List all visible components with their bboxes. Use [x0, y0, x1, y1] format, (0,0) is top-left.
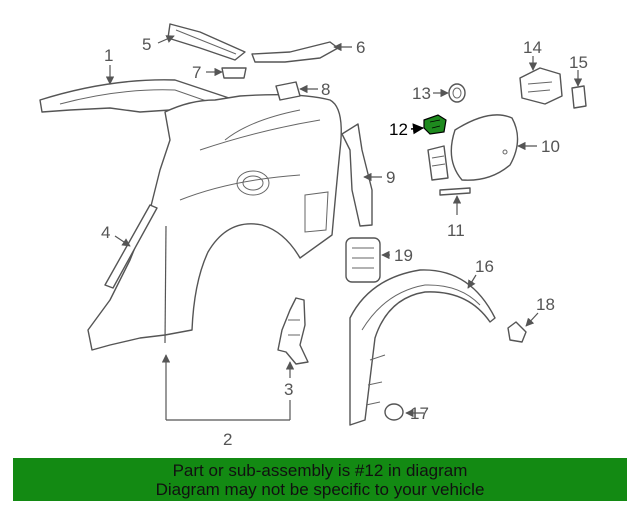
leader-lines [105, 35, 583, 421]
part-19-vent [345, 237, 381, 283]
callout-12: 12 [389, 120, 408, 139]
part-12-highlighted [423, 114, 447, 135]
banner-line-1: Part or sub-assembly is #12 in diagram [172, 461, 468, 480]
callout-7: 7 [192, 63, 201, 82]
callout-17: 17 [410, 404, 429, 423]
part-16-liner [349, 269, 496, 426]
callout-18: 18 [536, 295, 555, 314]
callout-9: 9 [386, 168, 395, 187]
part-13-grommet [448, 83, 466, 103]
part-quarter-panel-body [87, 93, 342, 351]
part-7-clip [221, 67, 247, 79]
callout-14: 14 [523, 38, 542, 57]
info-banner: Part or sub-assembly is #12 in diagram D… [13, 458, 627, 501]
callout-11: 11 [447, 221, 465, 240]
part-14-actuator [519, 67, 563, 105]
callout-15: 15 [569, 53, 588, 72]
part-6-bracket [251, 41, 339, 63]
callout-10: 10 [541, 137, 560, 156]
part-11-screw [439, 187, 471, 196]
part-5-bracket [167, 23, 246, 61]
part-4-moulding [104, 204, 158, 289]
banner-line-2: Diagram may not be specific to your vehi… [155, 480, 485, 499]
part-3-bracket [277, 297, 309, 365]
part-8-bracket [275, 81, 301, 101]
callout-6: 6 [356, 38, 365, 57]
part-10-hinge [427, 145, 449, 181]
callout-numbers: 1 2 3 4 5 6 7 8 9 10 11 12 13 14 15 16 1… [101, 35, 588, 449]
callout-4: 4 [101, 223, 110, 242]
callout-13: 13 [412, 84, 431, 103]
part-10-fuel-door [450, 114, 519, 181]
callout-1: 1 [104, 46, 113, 65]
callout-16: 16 [475, 257, 494, 276]
part-15-plate [571, 85, 587, 109]
parts-diagram: 1 2 3 4 5 6 7 8 9 10 11 12 13 14 15 16 1… [39, 23, 588, 449]
callout-19: 19 [394, 246, 413, 265]
callout-5: 5 [142, 35, 151, 54]
callout-2: 2 [223, 430, 232, 449]
callout-8: 8 [321, 80, 330, 99]
callout-3: 3 [284, 380, 293, 399]
part-18-clip [507, 321, 527, 343]
part-9-extension [341, 123, 373, 227]
part-17-grommet [384, 403, 404, 421]
